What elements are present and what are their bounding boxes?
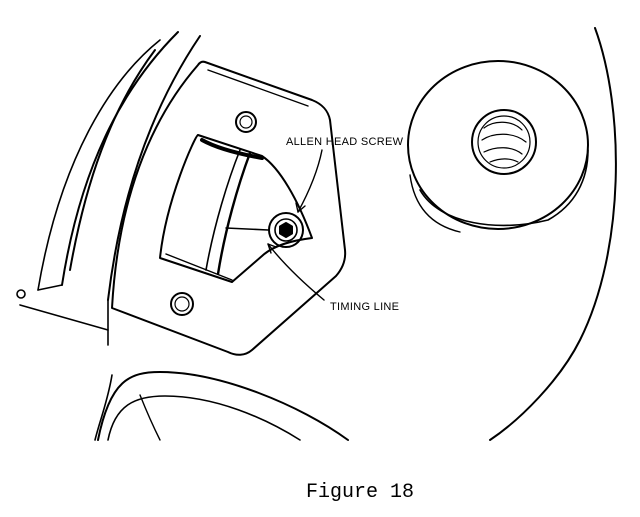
- right-hub: [408, 61, 588, 232]
- allen-head-screw-icon: [269, 213, 303, 247]
- small-hole-icon: [17, 290, 25, 298]
- access-plate: [112, 62, 345, 355]
- left-housing: [17, 32, 200, 345]
- lower-housing: [95, 372, 348, 440]
- lower-bolt-icon: [171, 293, 193, 315]
- leader-lines: [268, 150, 324, 300]
- figure-caption: Figure 18: [306, 481, 415, 504]
- timing-line-label: TIMING LINE: [330, 301, 400, 313]
- timing-window: [160, 135, 312, 282]
- upper-bolt-icon: [236, 112, 256, 132]
- timing-mark: [226, 228, 268, 230]
- right-body: [490, 28, 616, 440]
- allen-head-screw-label: ALLEN HEAD SCREW: [286, 136, 404, 148]
- threaded-hole-icon: [472, 110, 536, 174]
